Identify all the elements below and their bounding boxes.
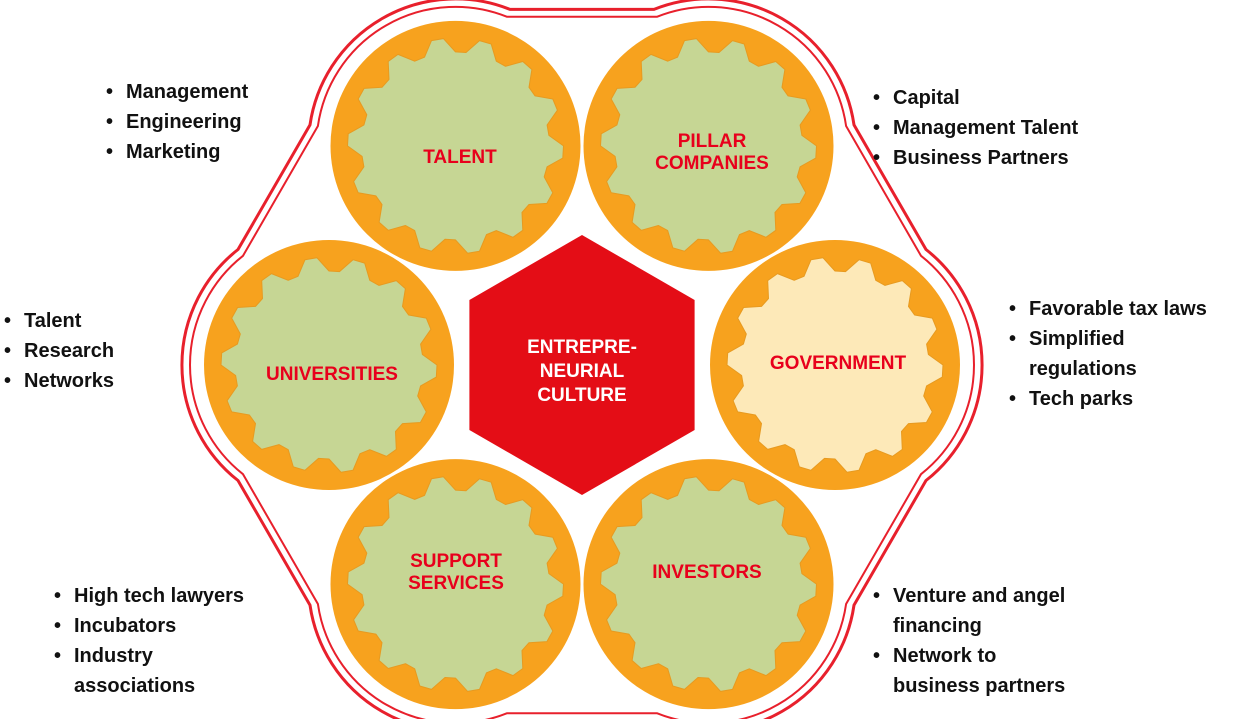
list-item: High tech lawyers [54, 581, 244, 611]
gear-icon [220, 257, 438, 473]
gear-label-talent: TALENT [423, 147, 497, 168]
list-item: Network to business partners [873, 641, 1065, 701]
bullets-government: Favorable tax laws Simplified regulation… [1009, 294, 1207, 414]
list-item: Engineering [106, 107, 248, 137]
gear-label-support-services: SUPPORT SERVICES [408, 551, 504, 594]
gear-government [710, 240, 960, 490]
gear-support [330, 459, 581, 710]
gear-investors [583, 459, 834, 710]
gear-icon [726, 257, 944, 473]
gear-pillar [583, 20, 834, 271]
list-item: Management [106, 77, 248, 107]
bullets-pillar-companies: Capital Management Talent Business Partn… [873, 83, 1078, 173]
outer-outline [180, 0, 984, 719]
bullets-support-services: High tech lawyers Incubators Industry as… [54, 581, 244, 701]
gear-icon [347, 476, 564, 692]
gear-label-investors: INVESTORS [652, 562, 762, 583]
list-item: Venture and angel financing [873, 581, 1065, 641]
list-item: Industry associations [54, 641, 244, 701]
gear-icon [600, 476, 817, 692]
gear-icon [347, 38, 564, 254]
bullets-universities: Talent Research Networks [4, 306, 114, 396]
list-item: Capital [873, 83, 1078, 113]
gear-talent [330, 20, 581, 271]
list-item: Simplified regulations [1009, 324, 1207, 384]
center-label: ENTREPRE- NEURIAL CULTURE [527, 337, 637, 406]
gear-icon [600, 38, 817, 254]
gear-label-pillar-companies: PILLAR COMPANIES [655, 131, 769, 174]
center-hexagon [469, 235, 695, 495]
list-item: Marketing [106, 137, 248, 167]
list-item: Talent [4, 306, 114, 336]
bullets-talent: Management Engineering Marketing [106, 77, 248, 167]
list-item: Business Partners [873, 143, 1078, 173]
list-item: Incubators [54, 611, 244, 641]
list-item: Networks [4, 366, 114, 396]
gear-group [204, 20, 960, 710]
gear-universities [204, 240, 454, 490]
list-item: Tech parks [1009, 384, 1207, 414]
list-item: Management Talent [873, 113, 1078, 143]
list-item: Favorable tax laws [1009, 294, 1207, 324]
bullets-investors: Venture and angel financing Network to b… [873, 581, 1065, 701]
gear-label-universities: UNIVERSITIES [266, 364, 398, 385]
gear-label-government: GOVERNMENT [769, 353, 907, 374]
list-item: Research [4, 336, 114, 366]
